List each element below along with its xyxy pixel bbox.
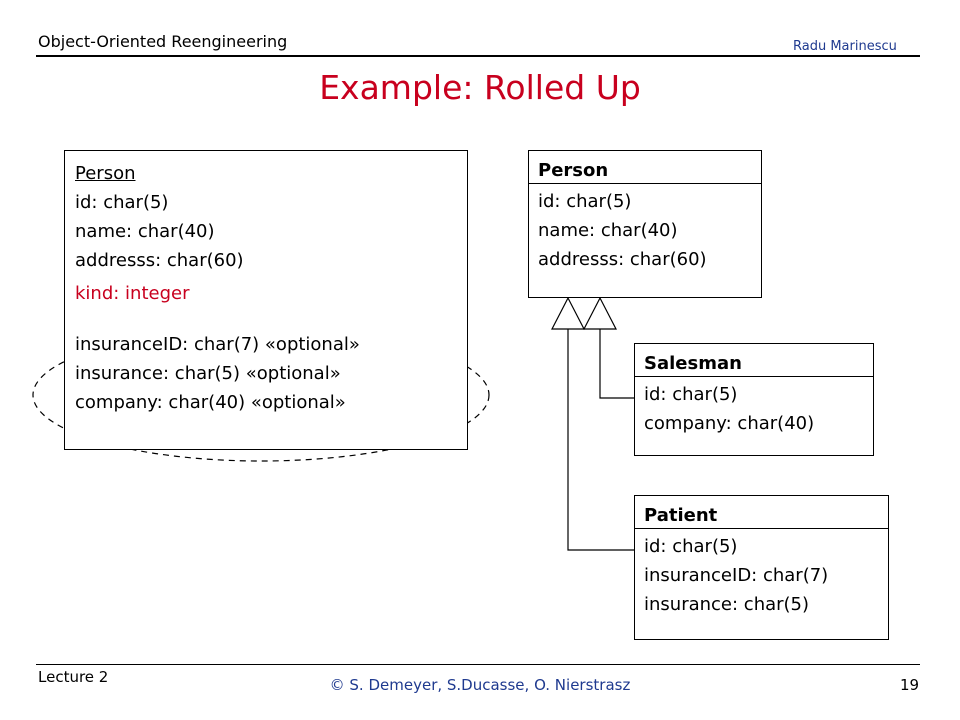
flattened-person-table: Person id: char(5) name: char(40) addres… <box>64 150 468 450</box>
optional-attribute: insurance: char(5) «optional» <box>75 363 341 384</box>
kind-attribute: kind: integer <box>75 283 190 304</box>
header-divider <box>36 55 920 57</box>
attribute: addresss: char(60) <box>538 249 707 270</box>
copyright: © S. Demeyer, S.Ducasse, O. Nierstrasz <box>329 676 631 694</box>
salesman-class: Salesman id: char(5) company: char(40) <box>634 343 874 456</box>
patient-class: Patient id: char(5) insuranceID: char(7)… <box>634 495 889 640</box>
course-title: Object-Oriented Reengineering <box>38 32 288 51</box>
attribute: name: char(40) <box>538 220 678 241</box>
attribute: insuranceID: char(7) <box>644 565 829 586</box>
generalization-arrow-salesman <box>551 296 585 330</box>
attribute: insurance: char(5) <box>644 594 810 615</box>
attribute: id: char(5) <box>644 536 738 557</box>
class-name: Patient <box>635 496 888 529</box>
author-name: Radu Marinescu <box>793 39 897 54</box>
class-name: Person <box>529 151 761 184</box>
attribute: id: char(5) <box>644 384 738 405</box>
optional-attributes-ellipse <box>32 328 490 462</box>
attribute: name: char(40) <box>75 221 215 242</box>
attribute: id: char(5) <box>75 192 169 213</box>
attribute: addresss: char(60) <box>75 250 244 271</box>
page-number: 19 <box>900 676 920 694</box>
lecture-label: Lecture 2 <box>38 668 109 686</box>
inheritance-line-salesman <box>599 329 634 399</box>
slide-title: Example: Rolled Up <box>319 68 641 107</box>
generalization-arrow-patient <box>583 296 617 330</box>
person-class: Person id: char(5) name: char(40) addres… <box>528 150 762 298</box>
optional-attribute: insuranceID: char(7) «optional» <box>75 334 360 355</box>
table-name: Person <box>75 163 136 184</box>
optional-attribute: company: char(40) «optional» <box>75 392 346 413</box>
inheritance-line-patient <box>567 329 634 551</box>
footer-divider <box>36 664 920 665</box>
attribute: id: char(5) <box>538 191 632 212</box>
attribute: company: char(40) <box>644 413 815 434</box>
class-name: Salesman <box>635 344 873 377</box>
